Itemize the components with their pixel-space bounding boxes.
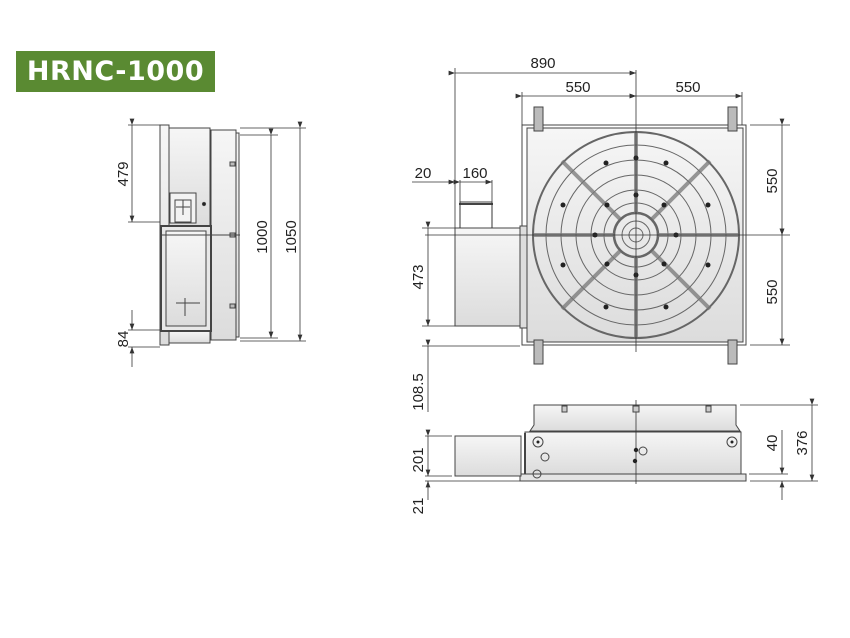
- dim-20: 20: [415, 165, 432, 182]
- dim-201: 201: [410, 447, 427, 472]
- dim-1050: 1050: [283, 220, 300, 253]
- top-view: [425, 70, 790, 365]
- dim-1000: 1000: [254, 220, 271, 253]
- dim-40: 40: [764, 435, 781, 452]
- dim-84: 84: [115, 331, 132, 348]
- dim-376: 376: [794, 430, 811, 455]
- front-view: [454, 400, 747, 484]
- front-view-dimensions: [425, 398, 818, 500]
- dim-160: 160: [462, 165, 487, 182]
- dim-21: 21: [410, 498, 427, 515]
- dim-108-5: 108.5: [410, 373, 427, 411]
- side-view-dimensions: [128, 118, 306, 367]
- dim-479: 479: [115, 161, 132, 186]
- dim-550-left: 550: [565, 79, 590, 96]
- dim-890: 890: [530, 55, 555, 72]
- dim-550-bottom: 550: [764, 279, 781, 304]
- top-view-dimensions: [412, 68, 790, 412]
- dim-473: 473: [410, 264, 427, 289]
- dim-550-right: 550: [675, 79, 700, 96]
- dim-550-top: 550: [764, 168, 781, 193]
- side-view: [159, 124, 240, 346]
- model-title-badge: HRNC-1000: [16, 51, 215, 92]
